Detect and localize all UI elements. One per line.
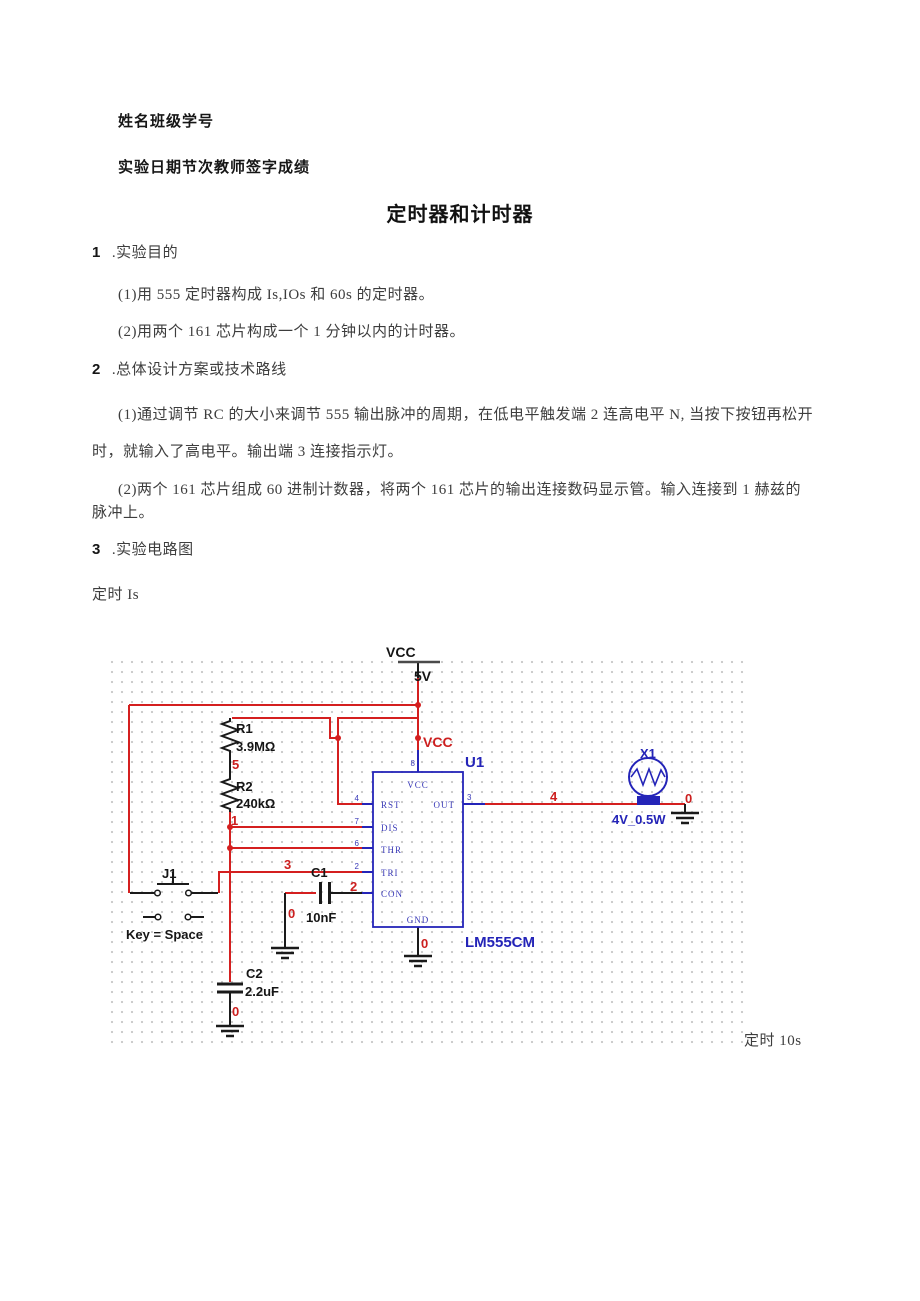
- net-0-label-gnd: 0: [421, 936, 428, 951]
- page-title: 定时器和计时器: [386, 204, 534, 226]
- header-name-class-id: 姓名班级学号: [118, 113, 215, 130]
- r2-ref-label: R2: [236, 779, 253, 794]
- caption-timer-10s: 定时 10s: [744, 1033, 802, 1049]
- section-2-number: 2: [92, 361, 101, 378]
- section-1-number: 1: [92, 244, 101, 261]
- net-2-label: 2: [350, 879, 357, 894]
- x1-ref-label: X1: [640, 746, 656, 761]
- paragraph-design-2b: 脉冲上。: [92, 505, 155, 521]
- net-3-label: 3: [284, 857, 291, 872]
- leads-black: [130, 662, 686, 1025]
- paragraph-design-1a: (1)通过调节 RC 的大小来调节 555 输出脉冲的周期，在低电平触发端 2 …: [118, 407, 814, 423]
- pin-name-rst: RST: [381, 800, 401, 810]
- pin-number-7: 7: [355, 817, 360, 826]
- ic-555-body: [372, 771, 464, 928]
- section-3-heading: 3 .实验电路图: [92, 538, 194, 559]
- j1-key-label: Key = Space: [126, 927, 203, 942]
- caption-timer-1s: 定时 Is: [92, 587, 140, 603]
- pin-number-6: 6: [355, 839, 360, 848]
- junction-dots: [227, 702, 421, 851]
- net-vcc-label: VCC: [423, 734, 453, 750]
- net-0-label-lamp: 0: [685, 791, 692, 806]
- r2-value-label: 240kΩ: [236, 796, 275, 811]
- header-date-signature-grade: 实验日期节次教师签字成绩: [118, 159, 311, 176]
- section-3-number: 3: [92, 541, 101, 558]
- wires-red: [128, 678, 685, 982]
- capacitor-plates: [217, 882, 331, 994]
- pushbutton-contacts: [153, 889, 193, 921]
- pin-name-out: OUT: [434, 800, 456, 810]
- pin-name-con: CON: [381, 889, 403, 899]
- section-3-label: .实验电路图: [111, 542, 194, 558]
- pin-name-thr: THR: [381, 845, 402, 855]
- x1-value-label: 4V_0.5W: [612, 812, 666, 827]
- paragraph-objective-1: (1)用 555 定时器构成 Is,IOs 和 60s 的定时器。: [118, 287, 435, 303]
- c1-ref-label: C1: [311, 865, 328, 880]
- pin-number-2: 2: [355, 862, 360, 871]
- pin-number-4: 4: [355, 794, 360, 803]
- lamp-symbol: [628, 757, 668, 805]
- pin-name-gnd: GND: [407, 915, 430, 925]
- u1-ref-label: U1: [465, 754, 484, 771]
- schematic-grid: [108, 658, 750, 1048]
- c2-value-label: 2.2uF: [245, 984, 279, 999]
- net-1-label: 1: [231, 813, 238, 828]
- vcc-power-label: VCC: [386, 644, 416, 660]
- paragraph-design-1b: 时，就输入了高电平。输出端 3 连接指示灯。: [92, 444, 404, 460]
- pin-name-tri: TRI: [381, 868, 399, 878]
- paragraph-objective-2: (2)用两个 161 芯片构成一个 1 分钟以内的计时器。: [118, 324, 465, 340]
- r1-value-label: 3.9MΩ: [236, 739, 275, 754]
- lamp-filament-icon: [630, 766, 666, 788]
- paragraph-design-2a: (2)两个 161 芯片组成 60 进制计数器，将两个 161 芯片的输出连接数…: [118, 482, 801, 498]
- u1-part-label: LM555CM: [465, 934, 535, 951]
- pin-name-vcc: VCC: [407, 780, 429, 790]
- section-1-label: .实验目的: [111, 245, 179, 261]
- net-0-label-c2: 0: [232, 1004, 239, 1019]
- net-0-label-c1: 0: [288, 906, 295, 921]
- pin-number-3: 3: [467, 793, 472, 802]
- ground-symbols: [216, 811, 699, 1038]
- ic-pin-leads: [362, 750, 485, 894]
- pin-name-dis: DIS: [381, 823, 399, 833]
- c1-value-label: 10nF: [306, 910, 336, 925]
- net-4-label: 4: [550, 789, 558, 804]
- j1-ref-label: J1: [162, 866, 176, 881]
- section-1-heading: 1 .实验目的: [92, 241, 178, 262]
- c2-ref-label: C2: [246, 966, 263, 981]
- vcc-voltage-label: 5V: [414, 668, 432, 684]
- section-2-heading: 2 .总体设计方案或技术路线: [92, 358, 287, 379]
- pin-number-8: 8: [411, 759, 416, 768]
- r1-ref-label: R1: [236, 721, 253, 736]
- section-2-label: .总体设计方案或技术路线: [111, 362, 287, 378]
- net-5-label: 5: [232, 757, 239, 772]
